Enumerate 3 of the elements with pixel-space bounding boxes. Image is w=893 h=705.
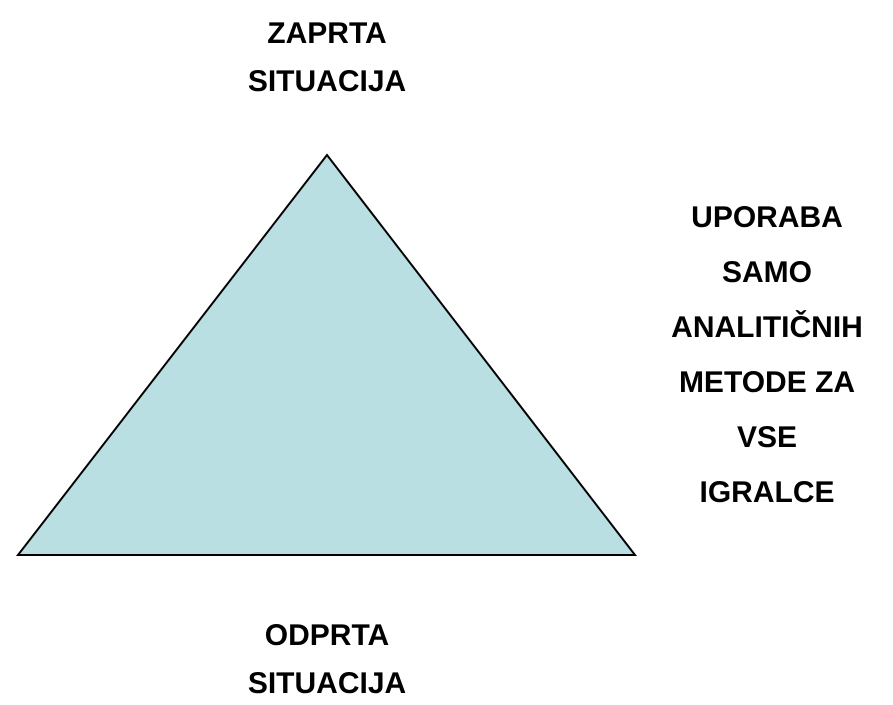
heading-text: ZAPRTA SITUACIJA [246,16,408,100]
heading-text: UPORABA SAMO ANALITIČNIH METODE ZA VSE IGRALCE [670,200,864,511]
heading-text: ODPRTA SITUACIJA [246,618,408,702]
